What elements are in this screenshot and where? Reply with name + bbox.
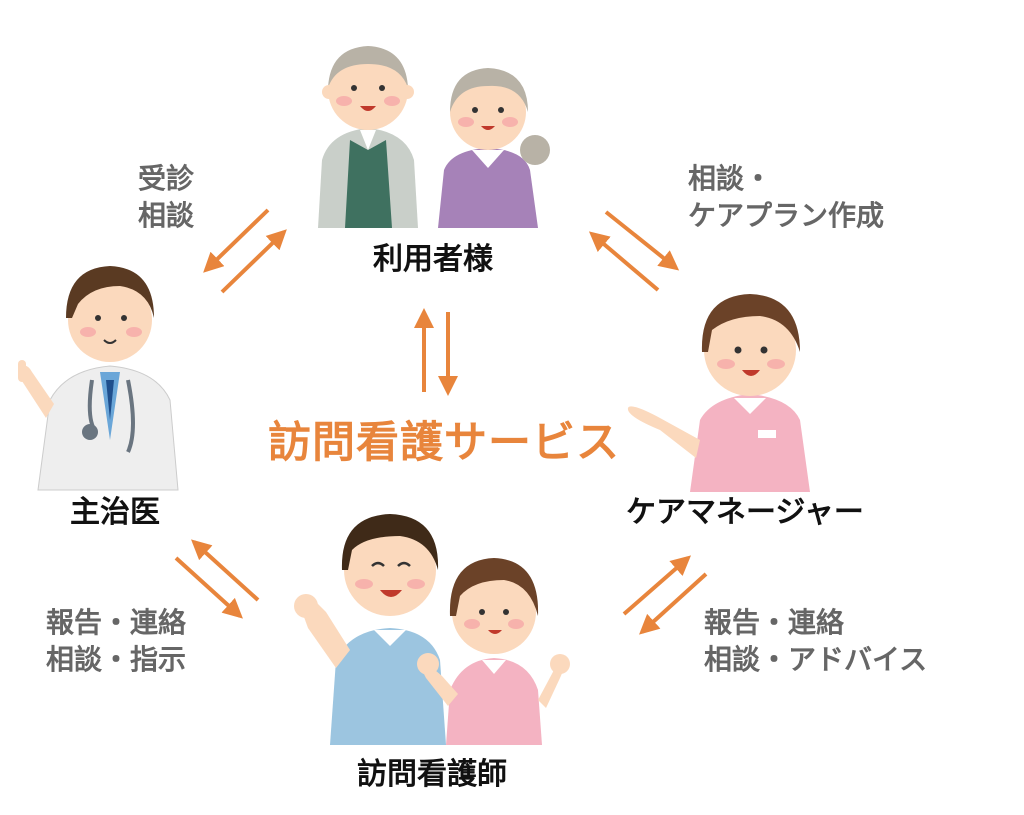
arrow-nurse-to-doctor <box>191 539 260 602</box>
role-label-care-manager: ケアマネージャー <box>626 495 864 530</box>
flow-line: 受診 <box>138 162 195 195</box>
arrow-care-manager-to-user <box>588 231 660 292</box>
doctor-icon <box>18 266 179 491</box>
arrow-user-to-doctor <box>203 208 270 273</box>
arrow-user-to-care-manager <box>604 210 680 271</box>
flow-line: 相談 <box>138 199 195 233</box>
flow-line: 報告・連絡 <box>704 606 845 639</box>
arrow-doctor-to-nurse <box>174 556 243 619</box>
flow-line: 相談・ <box>688 162 773 195</box>
flow-label-doctor-nurse: 報告・連絡 相談・指示 <box>46 604 186 678</box>
arrow-care-manager-to-nurse <box>639 572 708 635</box>
flow-line: 相談・アドバイス <box>704 643 928 677</box>
role-label-nurse: 訪問看護師 <box>357 757 507 792</box>
elderly-woman-icon <box>438 68 550 228</box>
care-manager-icon <box>627 294 810 492</box>
role-label-user: 利用者様 <box>373 242 493 277</box>
flow-label-nurse-care-manager: 報告・連絡 相談・アドバイス <box>704 604 927 678</box>
role-label-doctor: 主治医 <box>70 495 160 530</box>
male-nurse-icon <box>294 514 446 745</box>
female-nurse-icon <box>417 558 570 745</box>
arrow-doctor-to-user <box>220 229 287 294</box>
flow-label-user-care-manager: 相談・ ケアプラン作成 <box>688 160 884 234</box>
flow-line: 報告・連絡 <box>46 606 187 639</box>
flow-line: ケアプラン作成 <box>688 199 885 233</box>
center-title: 訪問看護サービス <box>268 418 620 468</box>
flow-line: 相談・指示 <box>46 643 187 677</box>
flow-label-user-doctor: 受診 相談 <box>138 160 194 234</box>
arrow-nurse-to-care-manager <box>622 555 692 616</box>
elderly-man-icon <box>318 46 418 228</box>
